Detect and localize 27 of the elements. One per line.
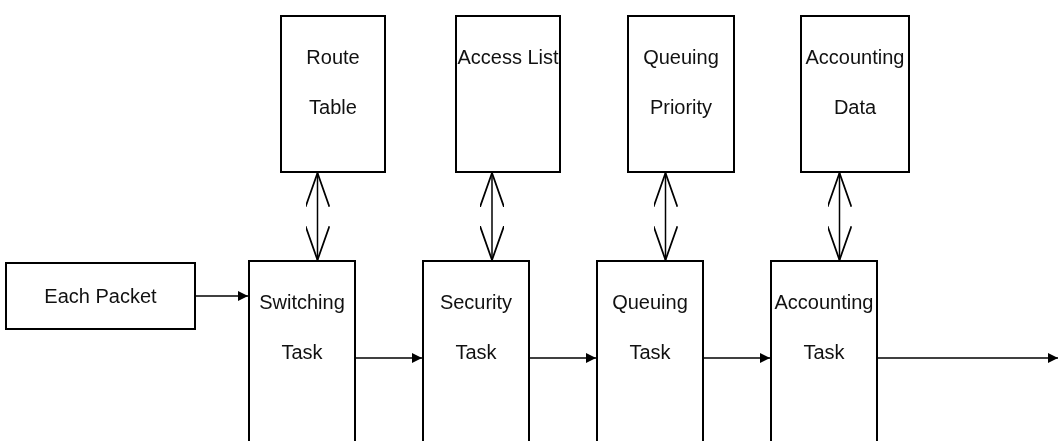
arrow [529,353,597,363]
arrow [652,172,679,261]
arrow [355,353,423,363]
box-label: Switching Task [258,290,346,365]
arrow [304,172,331,261]
process-box [800,15,910,173]
box-label: Security Task [438,290,514,365]
arrow [826,172,853,261]
process-box [455,15,561,173]
box-label: Queuing Task [611,290,689,365]
process-box [248,260,356,441]
box-label: Route Table [305,45,361,120]
process-box [596,260,704,441]
arrow [877,353,1059,363]
arrow [703,353,771,363]
process-box [280,15,386,173]
process-box [422,260,530,441]
arrow [479,172,505,261]
box-label: Queuing Priority [642,45,720,120]
process-box [770,260,878,441]
box-label: Accounting Task [773,290,875,365]
box-label: Access List [457,45,559,70]
arrow [195,291,249,301]
process-box [5,262,196,330]
process-box [627,15,735,173]
box-label: Accounting Data [804,45,906,120]
box-label: Each Packet [44,284,157,308]
